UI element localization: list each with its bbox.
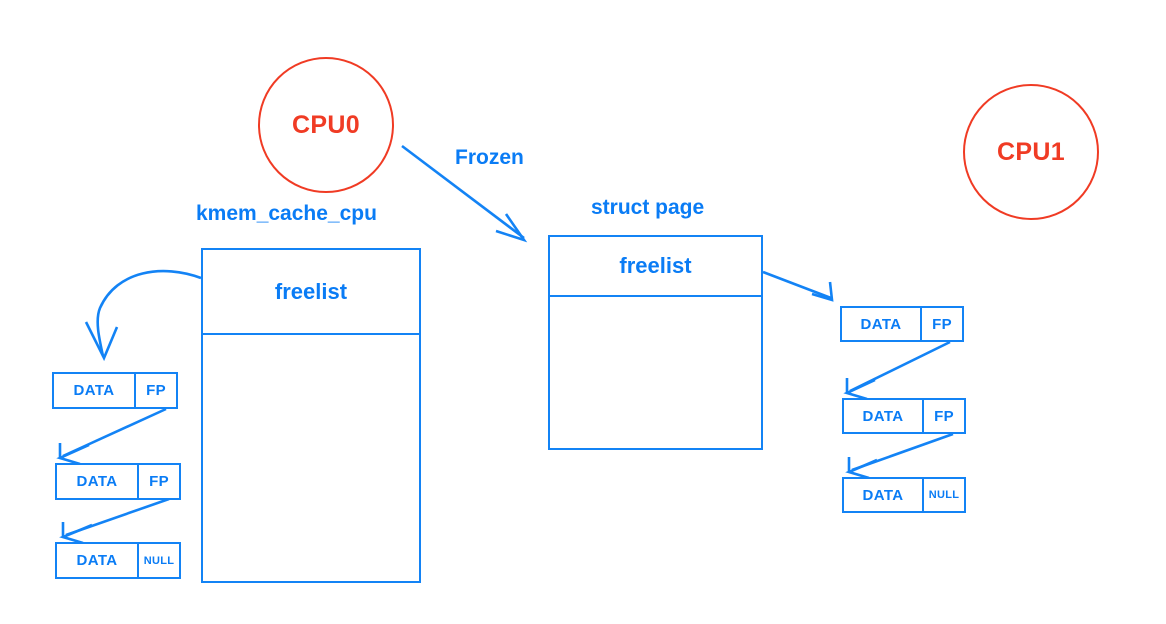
right-object-1-data-cell: DATA bbox=[842, 308, 922, 340]
right-object-3-pointer-cell: NULL bbox=[924, 479, 964, 511]
cpu1-label: CPU1 bbox=[997, 137, 1065, 166]
list-item[interactable]: DATA NULL bbox=[842, 477, 966, 513]
right-object-3-pointer-label: NULL bbox=[928, 489, 960, 501]
arrow-left-object1-to-object2 bbox=[56, 407, 167, 466]
arrow-left-object2-to-object3 bbox=[59, 497, 170, 545]
cpu1-node[interactable]: CPU1 bbox=[963, 84, 1099, 220]
frozen-edge-label: Frozen bbox=[455, 146, 524, 169]
cpu0-label: CPU0 bbox=[292, 110, 360, 139]
arrow-right-object2-to-object3 bbox=[845, 432, 954, 480]
list-item[interactable]: DATA FP bbox=[842, 398, 966, 434]
right-object-1-data-label: DATA bbox=[860, 315, 902, 333]
cpu0-node[interactable]: CPU0 bbox=[258, 57, 394, 193]
list-item[interactable]: DATA FP bbox=[840, 306, 964, 342]
right-object-1-pointer-label: FP bbox=[932, 315, 952, 333]
arrow-kmem-freelist-to-object1 bbox=[84, 269, 202, 362]
left-object-1-pointer-cell: FP bbox=[136, 374, 176, 407]
struct-page-freelist-field[interactable]: freelist bbox=[550, 237, 761, 297]
arrow-page-freelist-to-object1 bbox=[762, 270, 834, 302]
left-object-1-data-cell: DATA bbox=[54, 374, 136, 407]
list-item[interactable]: DATA FP bbox=[52, 372, 178, 409]
list-item[interactable]: DATA NULL bbox=[55, 542, 181, 579]
right-object-2-pointer-label: FP bbox=[934, 407, 954, 425]
left-object-3-pointer-cell: NULL bbox=[139, 544, 179, 577]
kmem-cache-cpu-freelist-label: freelist bbox=[274, 278, 348, 304]
left-object-2-data-cell: DATA bbox=[57, 465, 139, 498]
left-object-2-data-label: DATA bbox=[76, 473, 118, 490]
right-object-1-pointer-cell: FP bbox=[922, 308, 962, 340]
right-object-2-data-cell: DATA bbox=[844, 400, 924, 432]
kmem-cache-cpu-title: kmem_cache_cpu bbox=[196, 202, 377, 225]
right-object-2-pointer-cell: FP bbox=[924, 400, 964, 432]
left-object-2-pointer-cell: FP bbox=[139, 465, 179, 498]
left-object-2-pointer-label: FP bbox=[149, 473, 169, 490]
left-object-3-data-label: DATA bbox=[76, 552, 118, 569]
kmem-cache-cpu-box: freelist bbox=[201, 248, 421, 583]
arrow-right-object1-to-object2 bbox=[843, 340, 951, 401]
struct-page-box: freelist bbox=[548, 235, 763, 450]
right-object-2-data-label: DATA bbox=[862, 407, 904, 425]
right-object-3-data-cell: DATA bbox=[844, 479, 924, 511]
struct-page-freelist-label: freelist bbox=[619, 253, 692, 278]
left-object-1-pointer-label: FP bbox=[146, 382, 166, 399]
left-object-3-pointer-label: NULL bbox=[143, 554, 175, 567]
list-item[interactable]: DATA FP bbox=[55, 463, 181, 500]
left-object-1-data-label: DATA bbox=[73, 382, 115, 399]
struct-page-title: struct page bbox=[591, 196, 705, 219]
kmem-cache-cpu-freelist-field[interactable]: freelist bbox=[203, 250, 419, 335]
right-object-3-data-label: DATA bbox=[862, 486, 904, 504]
left-object-3-data-cell: DATA bbox=[57, 544, 139, 577]
